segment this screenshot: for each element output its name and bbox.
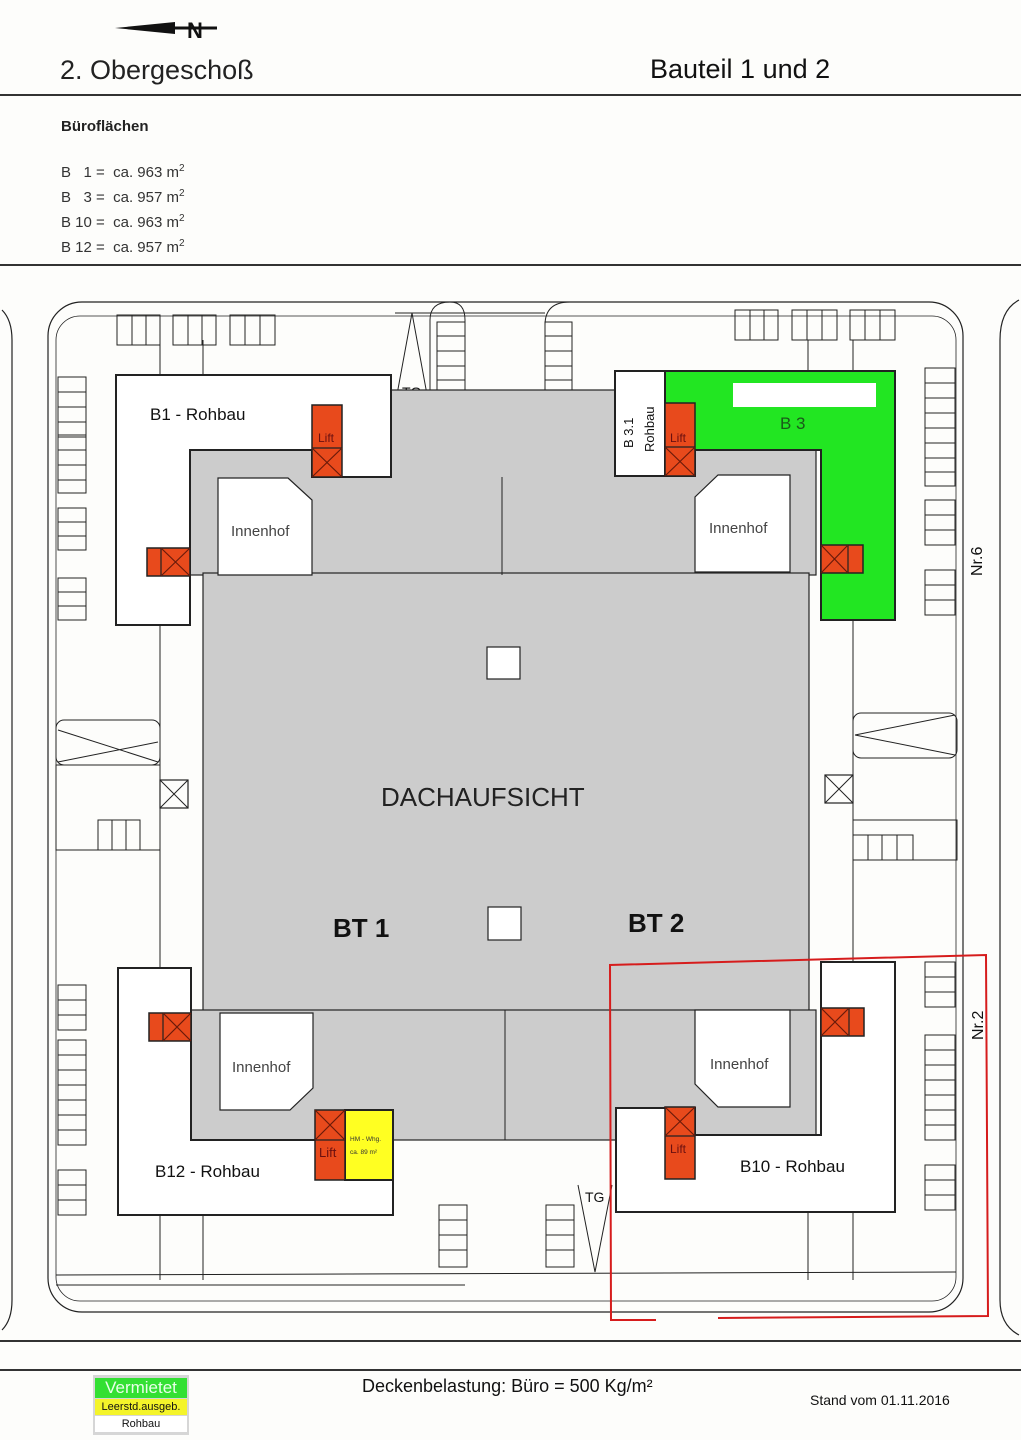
lift-label-b3: Lift — [670, 431, 687, 445]
area-row-b12: B 12 = ca. 957 m2 — [61, 238, 185, 256]
office-area-list: B 1 = ca. 963 m2 B 3 = ca. 957 m2 B 10 =… — [61, 158, 185, 258]
label-hm-area: ca. 89 m² — [350, 1149, 378, 1156]
lift-label-b12: Lift — [319, 1145, 337, 1160]
north-label: N — [187, 18, 203, 42]
area-row-b3: B 3 = ca. 957 m2 — [61, 188, 185, 206]
shaft-right — [824, 774, 854, 804]
courtyard-label-top-left: Innenhof — [231, 523, 290, 540]
area-row-b10: B 10 = ca. 963 m2 — [61, 213, 185, 231]
status-legend: Vermietet Leerstd.ausgeb. Rohbau — [93, 1375, 189, 1435]
label-b3-1: B 3.1 — [621, 418, 636, 448]
parking-left — [57, 376, 87, 1216]
courtyard-top-left — [217, 477, 313, 576]
courtyard-bottom-right — [694, 1009, 791, 1108]
unit-hm-apartment[interactable] — [344, 1109, 394, 1181]
label-b1: B1 - Rohbau — [150, 405, 245, 424]
floor-load-note: Deckenbelastung: Büro = 500 Kg/m² — [362, 1376, 653, 1396]
bt1-label: BT 1 — [333, 913, 389, 943]
courtyard-label-bottom-right: Innenhof — [710, 1056, 769, 1073]
street-label-nr6: Nr.6 — [969, 547, 986, 576]
courtyard-bottom-left — [219, 1012, 314, 1111]
roof-label: DACHAUFSICHT — [381, 782, 585, 812]
parking-top-left — [116, 314, 276, 346]
label-b3: B 3 — [780, 414, 806, 433]
left-curb — [1, 309, 13, 1331]
courtyard-top-right — [694, 474, 791, 573]
lift-b12 — [314, 1109, 346, 1181]
label-b3-1-status: Rohbau — [642, 406, 657, 452]
lift-b10-east — [820, 1007, 865, 1037]
legend-rented: Vermietet — [95, 1378, 187, 1398]
lift-b3-east — [820, 544, 864, 574]
areas-divider — [0, 264, 1021, 266]
tg-label-bottom: TG — [585, 1189, 604, 1205]
site-boundary — [47, 301, 964, 1313]
building-parts-title: Bauteil 1 und 2 — [650, 54, 831, 84]
highlight-frame-b10 — [608, 953, 990, 1321]
footer-divider-2 — [0, 1369, 1021, 1371]
office-areas-heading: Büroflächen — [61, 118, 149, 135]
label-hm-apartment: HM - Whg. — [350, 1136, 381, 1143]
lift-b3 — [664, 402, 696, 477]
legend-vacant-finished: Leerstd.ausgeb. — [95, 1399, 187, 1415]
parking-top-right — [734, 309, 896, 341]
skylight-top — [486, 646, 521, 680]
floor-plan: TG — [1, 299, 1020, 1336]
skylight-bottom — [487, 906, 522, 941]
unit-b3-1[interactable] — [614, 370, 666, 477]
courtyard-label-top-right: Innenhof — [709, 520, 768, 537]
shaft-left — [159, 779, 189, 809]
bt2-label: BT 2 — [628, 908, 684, 938]
b3-tenant-label-redacted — [733, 383, 876, 407]
lift-b1 — [311, 404, 343, 478]
lift-b1-west — [146, 547, 191, 577]
right-curb — [999, 299, 1020, 1336]
courtyard-label-bottom-left: Innenhof — [232, 1059, 291, 1076]
area-row-b1: B 1 = ca. 963 m2 — [61, 163, 185, 181]
lift-label-b10: Lift — [670, 1142, 687, 1156]
parking-right — [924, 367, 956, 1211]
lift-b10 — [664, 1106, 696, 1180]
legend-shell: Rohbau — [95, 1416, 187, 1432]
floor-title: 2. Obergeschoß — [60, 55, 254, 85]
north-arrow-icon: N — [115, 18, 217, 42]
parking-top-center — [395, 301, 573, 400]
street-label-nr2: Nr.2 — [970, 1011, 987, 1040]
lift-b12-west — [148, 1012, 192, 1042]
lift-label-b1: Lift — [318, 431, 335, 445]
footer-divider-1 — [0, 1340, 1021, 1342]
revision-date: Stand vom 01.11.2016 — [810, 1392, 950, 1408]
label-b10: B10 - Rohbau — [740, 1157, 845, 1176]
parking-bottom-center — [55, 1204, 957, 1286]
label-b12: B12 - Rohbau — [155, 1162, 260, 1181]
tg-ramp-top — [395, 312, 429, 401]
tg-ramp-bottom — [577, 1184, 613, 1273]
header-divider — [0, 94, 1021, 96]
